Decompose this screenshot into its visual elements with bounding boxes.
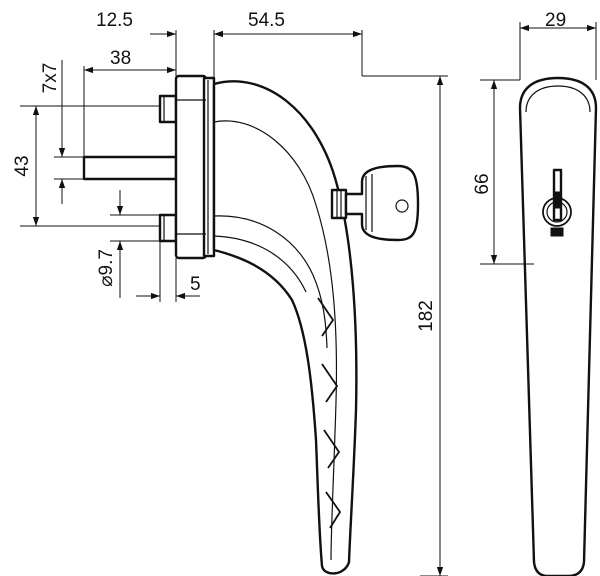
dim-38: 38	[110, 48, 131, 69]
dim-9-7: ⌀9.7	[96, 249, 117, 287]
dimension-labels: 12.5 54.5 29 38 7x7 43 ⌀9.7 5 66 182	[12, 10, 566, 332]
key	[344, 164, 420, 242]
dim-7x7: 7x7	[40, 63, 61, 94]
dim-43: 43	[12, 155, 33, 176]
side-view	[82, 74, 420, 575]
dim-5: 5	[190, 274, 201, 295]
dim-66: 66	[472, 173, 493, 194]
front-view	[518, 76, 598, 576]
handle-inner-contour	[213, 120, 338, 561]
upper-screw	[158, 94, 178, 124]
dimension-lines	[20, 22, 597, 576]
rose-plate	[202, 76, 216, 258]
spindle	[82, 155, 178, 181]
lower-screw	[158, 213, 178, 243]
dim-12-5: 12.5	[96, 10, 133, 31]
handle-side-profile	[212, 80, 358, 575]
dim-182: 182	[416, 300, 437, 332]
dim-54-5: 54.5	[248, 10, 285, 31]
lock-cylinder	[330, 188, 348, 220]
handle-front-outline	[518, 76, 598, 576]
rose-back-plate	[174, 74, 208, 260]
dim-29: 29	[545, 10, 566, 31]
key-hole	[395, 199, 409, 213]
